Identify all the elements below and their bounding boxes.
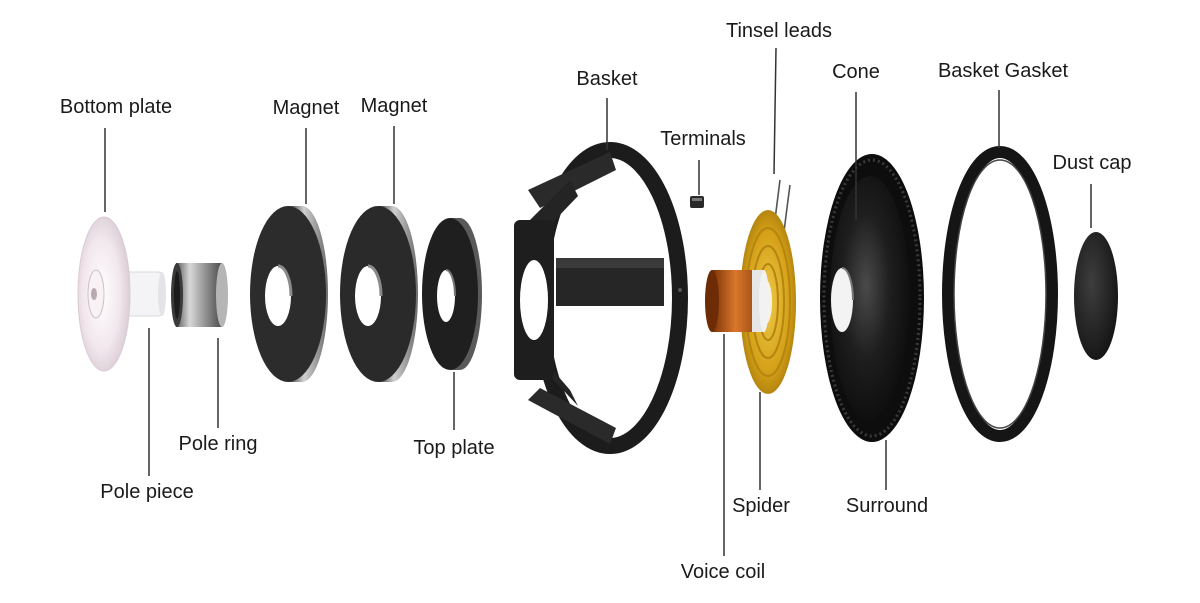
top-plate-part	[422, 218, 482, 370]
dust-cap-part	[1074, 232, 1118, 360]
label-bottom-plate: Bottom plate	[59, 96, 173, 118]
label-top-plate: Top plate	[413, 437, 495, 459]
label-voice-coil: Voice coil	[680, 561, 766, 583]
label-magnet-2: Magnet	[360, 95, 428, 117]
label-surround: Surround	[845, 495, 929, 517]
label-tinsel-leads: Tinsel leads	[726, 20, 832, 42]
terminals-part	[690, 196, 704, 208]
pole-ring-part	[171, 263, 228, 327]
leader-tinsel	[773, 47, 777, 175]
basket-gasket-part	[942, 146, 1058, 442]
magnet-2-part	[340, 206, 418, 382]
basket-part	[514, 142, 688, 454]
label-cone: Cone	[832, 61, 880, 83]
label-pole-ring: Pole ring	[178, 433, 258, 455]
label-terminals: Terminals	[660, 128, 746, 150]
voice-coil-part	[705, 270, 769, 332]
magnet-1-part	[250, 206, 328, 382]
label-magnet-1: Magnet	[272, 97, 340, 119]
cone-part	[820, 154, 924, 442]
label-pole-piece: Pole piece	[100, 481, 194, 503]
bottom-plate-part	[77, 216, 166, 372]
leader-lines	[104, 47, 1092, 556]
label-basket: Basket	[576, 68, 638, 90]
label-spider: Spider	[732, 495, 790, 517]
label-basket-gasket: Basket Gasket	[937, 60, 1069, 82]
label-dust-cap: Dust cap	[1052, 152, 1132, 174]
